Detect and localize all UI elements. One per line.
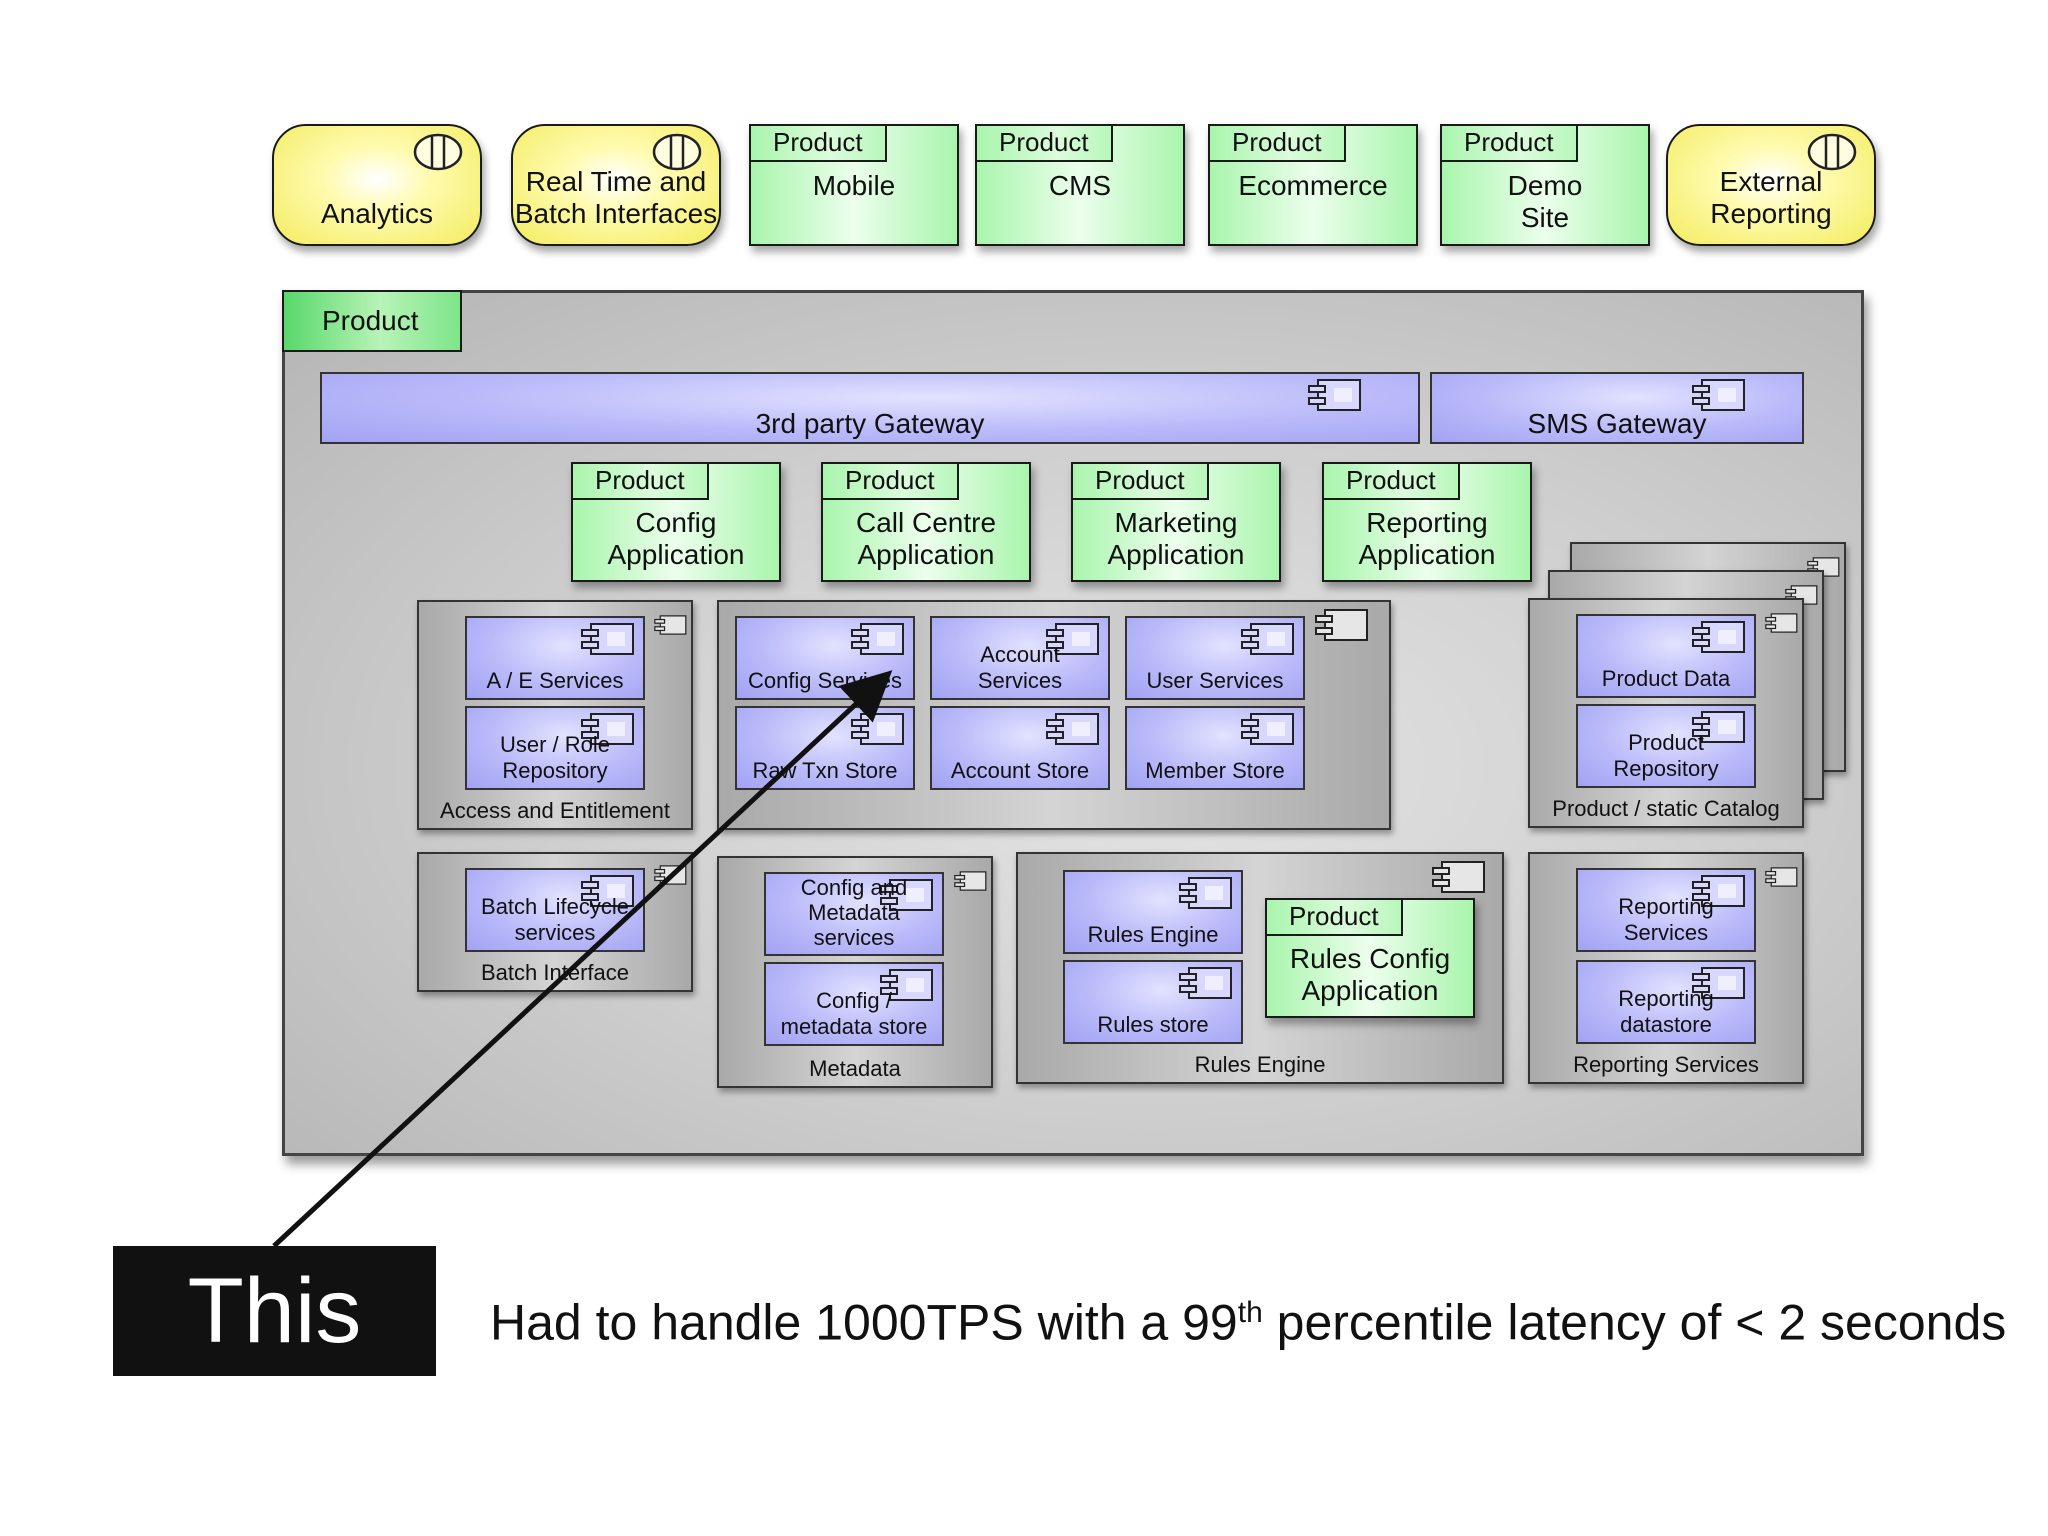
component-icon (1690, 378, 1746, 412)
package-body: Demo Site (1507, 170, 1583, 233)
batch-lifecycle-services-component: Batch Lifecycle services (465, 868, 645, 952)
user-role-repository-component: User / Role Repository (465, 706, 645, 790)
external-reporting-label: External Reporting (1710, 166, 1832, 229)
product-ecommerce-package: Product Ecommerce (1208, 124, 1418, 246)
package-body: Config Application (607, 507, 745, 570)
analytics-system: Analytics (272, 124, 482, 246)
call-centre-application-package: Product Call Centre Application (821, 462, 1031, 582)
product-data-component: Product Data (1576, 614, 1756, 698)
config-metadata-store-component: Config / metadata store (764, 962, 944, 1046)
product-demo-site-package: Product Demo Site (1440, 124, 1650, 246)
package-body: Ecommerce (1238, 170, 1388, 201)
reporting-datastore-component: Reporting datastore (1576, 960, 1756, 1044)
component-icon (849, 622, 905, 656)
component-icon (1764, 606, 1798, 640)
ae-services-component: A / E Services (465, 616, 645, 700)
config-metadata-services-component: Config and Metadata services (764, 872, 944, 956)
third-party-gateway: 3rd party Gateway (320, 372, 1420, 444)
raw-txn-store-component: Raw Txn Store (735, 706, 915, 790)
product-main-tab: Product (282, 290, 462, 352)
member-store-component: Member Store (1125, 706, 1305, 790)
product-mobile-package: Product Mobile (749, 124, 959, 246)
component-icon (1313, 608, 1369, 642)
component-icon (1239, 622, 1295, 656)
rules-engine-component: Rules Engine (1063, 870, 1243, 954)
package-body: Marketing Application (1107, 507, 1245, 570)
package-tab: Product (1324, 464, 1460, 500)
package-tab: Product (573, 464, 709, 500)
component-icon (1177, 966, 1233, 1000)
package-tab: Product (1073, 464, 1209, 500)
rules-config-application-package: Product Rules Config Application (1265, 898, 1475, 1018)
component-icon (1764, 860, 1798, 894)
package-body: Mobile (812, 170, 896, 201)
reporting-application-package: Product Reporting Application (1322, 462, 1532, 582)
role-icon (412, 132, 464, 172)
component-icon (1430, 860, 1486, 894)
marketing-application-package: Product Marketing Application (1071, 462, 1281, 582)
component-icon (653, 608, 687, 642)
package-body: Call Centre Application (855, 507, 997, 570)
package-tab: Product (823, 464, 959, 500)
component-icon (1239, 712, 1295, 746)
package-body: Rules Config Application (1289, 943, 1451, 1006)
component-icon (953, 864, 987, 898)
this-callout: This (113, 1246, 436, 1376)
realtime-batch-label: Real Time and Batch Interfaces (514, 166, 718, 229)
package-tab: Product (1210, 126, 1346, 162)
package-tab: Product (1267, 900, 1403, 936)
package-body: Reporting Application (1358, 507, 1496, 570)
component-icon (579, 622, 635, 656)
external-reporting-system: External Reporting (1666, 124, 1876, 246)
component-icon (849, 712, 905, 746)
realtime-batch-interfaces-system: Real Time and Batch Interfaces (511, 124, 721, 246)
component-icon (1306, 378, 1362, 412)
account-services-component: Account Services (930, 616, 1110, 700)
component-icon (1044, 712, 1100, 746)
package-tab: Product (977, 126, 1113, 162)
account-store-component: Account Store (930, 706, 1110, 790)
component-icon (1177, 876, 1233, 910)
component-icon (1690, 620, 1746, 654)
sms-gateway: SMS Gateway (1430, 372, 1804, 444)
config-services-component: Config Services (735, 616, 915, 700)
product-repository-component: Product Repository (1576, 704, 1756, 788)
analytics-label: Analytics (320, 198, 434, 229)
latency-caption: Had to handle 1000TPS with a 99th percen… (490, 1294, 2007, 1351)
product-cms-package: Product CMS (975, 124, 1185, 246)
package-tab: Product (751, 126, 887, 162)
user-services-component: User Services (1125, 616, 1305, 700)
reporting-services-component: Reporting Services (1576, 868, 1756, 952)
component-icon (653, 858, 687, 892)
package-body: CMS (1048, 170, 1112, 201)
rules-store-component: Rules store (1063, 960, 1243, 1044)
config-application-package: Product Config Application (571, 462, 781, 582)
package-tab: Product (1442, 126, 1578, 162)
